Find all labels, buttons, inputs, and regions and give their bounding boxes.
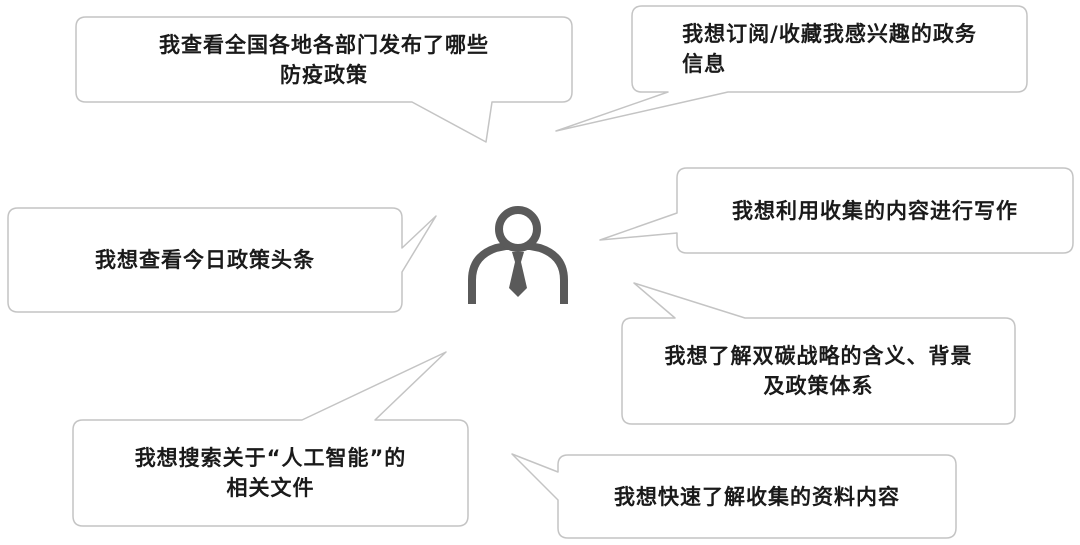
person-tie xyxy=(509,252,527,297)
bubble-text-ai-search: 我想搜索关于“人工智能”的 相关文件 xyxy=(134,446,407,500)
speech-bubble-ai-search xyxy=(72,351,469,527)
speech-bubble-policy-overview xyxy=(75,16,573,143)
speech-bubble-headlines xyxy=(7,207,437,313)
bubble-text-policy-overview: 我查看全国各地各部门发布了哪些 防疫政策 xyxy=(159,32,489,87)
bubble-text-subscribe: 我想订阅/收藏我感兴趣的政务 信息 xyxy=(682,22,977,76)
person-head-outline xyxy=(495,206,541,252)
speech-bubble-quick-understand xyxy=(511,453,957,539)
speech-bubble-subscribe xyxy=(555,5,1028,132)
bubble-text-carbon: 我想了解双碳战略的含义、背景 及政策体系 xyxy=(664,344,973,398)
bubble-text-writing: 我想利用收集的内容进行写作 xyxy=(732,198,1018,223)
speech-bubble-writing xyxy=(599,167,1074,254)
bubble-text-quick-understand: 我想快速了解收集的资料内容 xyxy=(614,484,900,509)
user-person-icon xyxy=(468,206,568,304)
speech-bubble-carbon xyxy=(621,282,1016,425)
bubble-text-headlines: 我想查看今日政策头条 xyxy=(95,248,315,272)
